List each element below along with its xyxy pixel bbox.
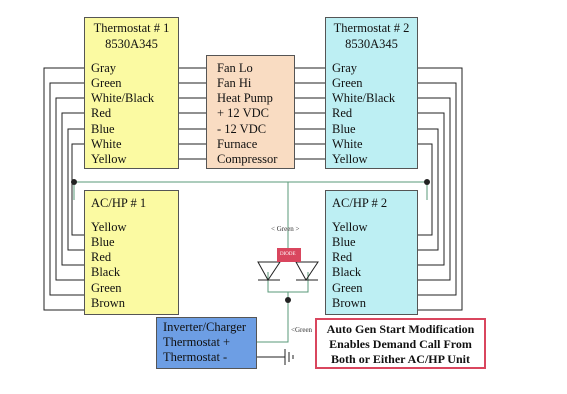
function-label: Compressor xyxy=(217,152,278,166)
achp-2-wire: Red xyxy=(332,250,353,264)
thermostat-2-wire: Yellow xyxy=(332,152,368,166)
green-wire-label-bottom: <Green xyxy=(291,326,313,334)
function-label: + 12 VDC xyxy=(217,106,269,120)
function-label: Furnace xyxy=(217,137,258,151)
inverter-charger-box: Inverter/Charger Thermostat + Thermostat… xyxy=(156,317,257,369)
achp-2-box: AC/HP # 2 Yellow Blue Red Black Green Br… xyxy=(325,190,418,315)
note-line: Enables Demand Call From xyxy=(329,337,472,351)
inverter-thermostat-plus: Thermostat + xyxy=(163,335,231,349)
modification-note: Auto Gen Start Modification Enables Dema… xyxy=(315,318,486,369)
thermostat-2-title: Thermostat # 2 xyxy=(333,21,410,35)
thermostat-1-model: 8530A345 xyxy=(105,37,158,51)
achp-1-wire: Blue xyxy=(91,235,115,249)
thermostat-function-wires xyxy=(178,67,325,160)
junction-dots xyxy=(71,179,430,303)
inverter-thermostat-minus: Thermostat - xyxy=(163,350,228,364)
thermostat-2-model: 8530A345 xyxy=(345,37,398,51)
ground-symbol xyxy=(257,349,294,365)
function-label: Fan Lo xyxy=(217,61,253,75)
achp-2-wire: Yellow xyxy=(332,220,368,234)
function-label: - 12 VDC xyxy=(217,122,267,136)
achp-1-wire: Brown xyxy=(91,296,126,310)
function-box: Fan Lo Fan Hi Heat Pump + 12 VDC - 12 VD… xyxy=(206,55,295,169)
thermostat-1-wire: Gray xyxy=(91,61,116,75)
achp-1-wire: Yellow xyxy=(91,220,127,234)
wire-harness-right xyxy=(418,67,463,311)
achp-1-title: AC/HP # 1 xyxy=(91,196,147,210)
green-wires xyxy=(73,181,428,343)
function-label: Fan Hi xyxy=(217,76,252,90)
thermostat-2-wire: White xyxy=(332,137,363,151)
achp-1-box: AC/HP # 1 Yellow Blue Red Black Green Br… xyxy=(84,190,179,315)
achp-2-wire: Blue xyxy=(332,235,356,249)
thermostat-1-wire: Red xyxy=(91,106,112,120)
inverter-title: Inverter/Charger xyxy=(163,320,247,334)
diode-pair xyxy=(257,261,319,281)
thermostat-2-wire: White/Black xyxy=(332,91,396,105)
diode-block xyxy=(277,248,301,262)
thermostat-2-wire: Blue xyxy=(332,122,356,136)
thermostat-1-wire: Blue xyxy=(91,122,115,136)
thermostat-2-box: Thermostat # 2 8530A345 Gray Green White… xyxy=(325,17,418,169)
thermostat-1-wire: Yellow xyxy=(91,152,127,166)
thermostat-1-title: Thermostat # 1 xyxy=(93,21,170,35)
thermostat-1-box: Thermostat # 1 8530A345 Gray Green White… xyxy=(84,17,179,169)
thermostat-1-wire: White/Black xyxy=(91,91,155,105)
thermostat-2-wire: Red xyxy=(332,106,353,120)
note-line: Auto Gen Start Modification xyxy=(326,322,475,336)
achp-2-wire: Brown xyxy=(332,296,367,310)
thermostat-1-wire: Green xyxy=(91,76,122,90)
achp-2-wire: Green xyxy=(332,281,363,295)
thermostat-2-wire: Green xyxy=(332,76,363,90)
achp-1-wire: Black xyxy=(91,265,121,279)
achp-2-title: AC/HP # 2 xyxy=(332,196,388,210)
achp-1-wire: Green xyxy=(91,281,122,295)
function-label: Heat Pump xyxy=(217,91,273,105)
thermostat-2-wire: Gray xyxy=(332,61,357,75)
achp-2-wire: Black xyxy=(332,265,362,279)
green-wire-label-top: < Green > xyxy=(271,225,300,233)
achp-1-wire: Red xyxy=(91,250,112,264)
thermostat-1-wire: White xyxy=(91,137,122,151)
wire-harness-left xyxy=(43,67,84,311)
note-line: Both or Either AC/HP Unit xyxy=(331,352,470,366)
diode-block-label: DIODE xyxy=(280,252,296,257)
